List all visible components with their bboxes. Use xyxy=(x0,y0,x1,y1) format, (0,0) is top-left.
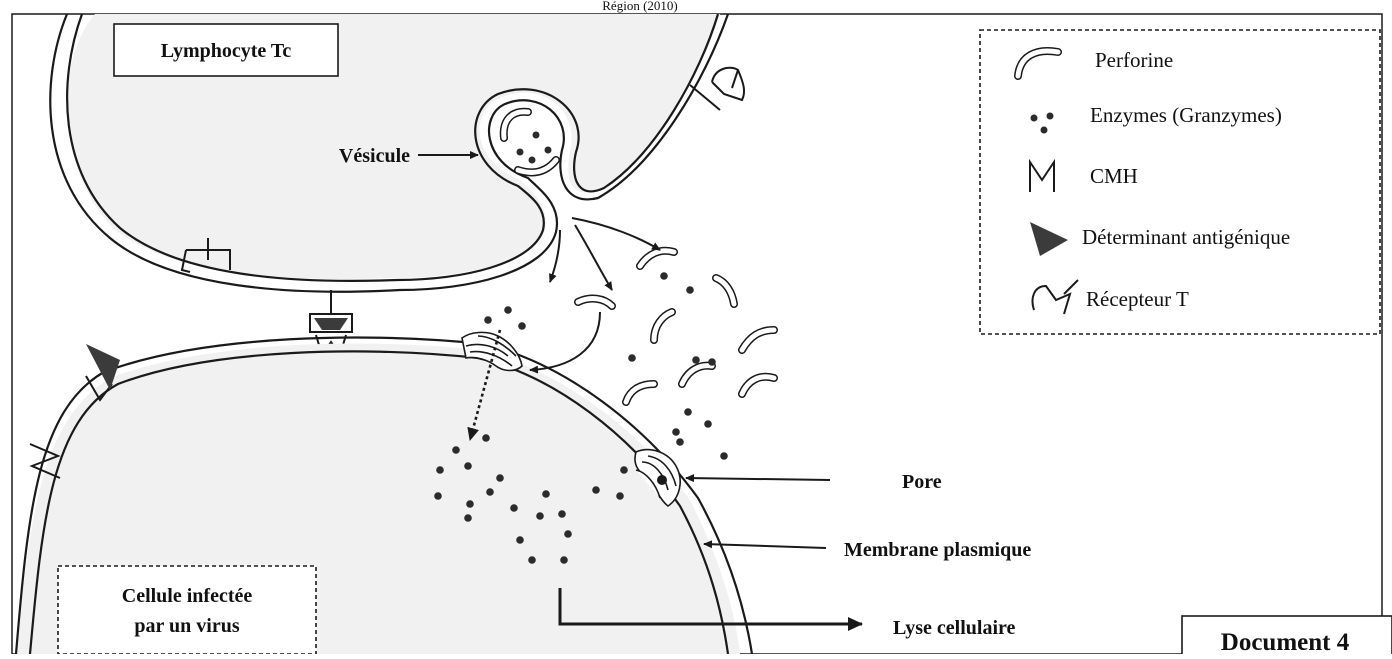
enzyme-dot xyxy=(464,462,472,470)
infected-label-line1: Cellule infectée xyxy=(122,585,253,607)
legend-receptor: Récepteur T xyxy=(1086,287,1189,311)
document-label: Document 4 xyxy=(1221,629,1350,654)
enzyme-dot xyxy=(558,510,566,518)
legend-perforine: Perforine xyxy=(1095,48,1173,72)
vesicle-contents xyxy=(504,112,556,173)
enzyme-dot xyxy=(436,466,444,474)
enzyme-dot xyxy=(560,556,568,564)
enzyme-dot xyxy=(466,500,474,508)
legend: Perforine Enzymes (Granzymes) CMH Déterm… xyxy=(980,30,1380,334)
enzyme-dot xyxy=(620,466,628,474)
enzyme-dot xyxy=(486,488,494,496)
enzyme-dot xyxy=(704,420,712,428)
legend-cmh: CMH xyxy=(1090,164,1138,188)
enzyme-dot xyxy=(676,438,684,446)
enzyme-dot xyxy=(510,504,518,512)
enzyme-dot xyxy=(464,514,472,522)
enzyme-dot xyxy=(592,486,600,494)
perforine-fill xyxy=(716,278,734,304)
enzyme-dot xyxy=(504,306,512,314)
enzyme-dot xyxy=(616,492,624,500)
header-fragment: Région (2010) xyxy=(602,0,677,13)
enzyme-dot xyxy=(484,316,492,324)
enzyme-dot xyxy=(496,474,504,482)
tc-cell-label: Lymphocyte Tc xyxy=(161,40,292,62)
infected-label-box xyxy=(58,566,316,654)
enzyme-dot xyxy=(660,272,668,280)
vesicle-label: Vésicule xyxy=(339,145,410,167)
enzyme-dot xyxy=(516,536,524,544)
membrane-label: Membrane plasmique xyxy=(844,539,1031,561)
enzyme-dot xyxy=(434,492,442,500)
enzyme-dot xyxy=(720,452,728,460)
infected-label-line2: par un virus xyxy=(134,615,239,637)
enzyme-dot xyxy=(452,446,460,454)
lysis-label: Lyse cellulaire xyxy=(893,617,1016,639)
enzyme-dot xyxy=(536,512,544,520)
enzyme-dot xyxy=(708,358,716,366)
enzyme-dot xyxy=(542,490,550,498)
legend-enzymes: Enzymes (Granzymes) xyxy=(1090,103,1282,127)
perforines xyxy=(578,251,774,402)
enzyme-dot xyxy=(692,356,700,364)
enzyme-dot xyxy=(672,428,680,436)
enzyme-dot xyxy=(686,286,694,294)
enzyme-dot xyxy=(482,434,490,442)
enzyme-dot xyxy=(684,408,692,416)
enzyme-dot xyxy=(518,322,526,330)
legend-determinant: Déterminant antigénique xyxy=(1082,225,1290,249)
enzyme-dot xyxy=(564,530,572,538)
enzyme-dot xyxy=(528,556,536,564)
pore-label: Pore xyxy=(902,471,942,493)
tc-receptor-right xyxy=(690,68,744,110)
enzyme-dot xyxy=(628,354,636,362)
